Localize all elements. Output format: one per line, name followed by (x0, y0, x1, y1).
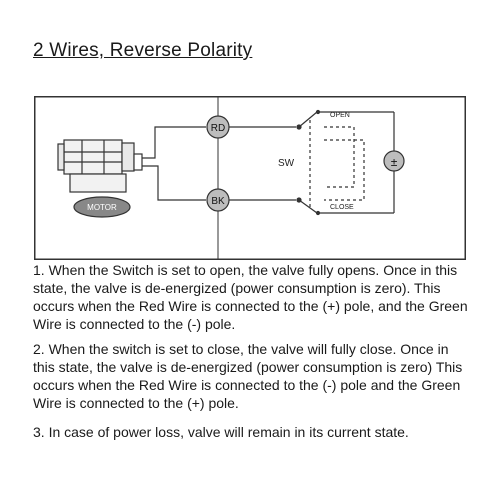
diagram-frame (34, 96, 466, 260)
note-3: 3. In case of power loss, valve will rem… (33, 424, 409, 440)
black-terminal-label: BK (211, 196, 225, 207)
wiring-diagram: MOTOR RD BK SW OPEN CLOSE ± (34, 96, 466, 260)
motor-label: MOTOR (87, 203, 117, 212)
black-terminal: BK (206, 188, 230, 212)
black-wire (142, 165, 206, 201)
cross-wiring (324, 126, 365, 201)
motor-badge: MOTOR (73, 196, 131, 218)
power-symbol: ± (391, 155, 398, 169)
power-supply: ± (383, 150, 405, 172)
open-label: OPEN (330, 112, 350, 119)
valve-body (57, 139, 143, 193)
close-label: CLOSE (330, 204, 354, 211)
switch-label: SW (278, 158, 295, 169)
red-terminal: RD (206, 115, 230, 139)
switch-blades (296, 109, 321, 216)
notes: 1. When the Switch is set to open, the v… (33, 261, 473, 441)
diagram-title: 2 Wires, Reverse Polarity (33, 40, 253, 61)
note-1: 1. When the Switch is set to open, the v… (33, 262, 468, 332)
red-wire (142, 126, 206, 159)
red-terminal-label: RD (211, 123, 225, 134)
note-2: 2. When the switch is set to close, the … (33, 341, 463, 411)
